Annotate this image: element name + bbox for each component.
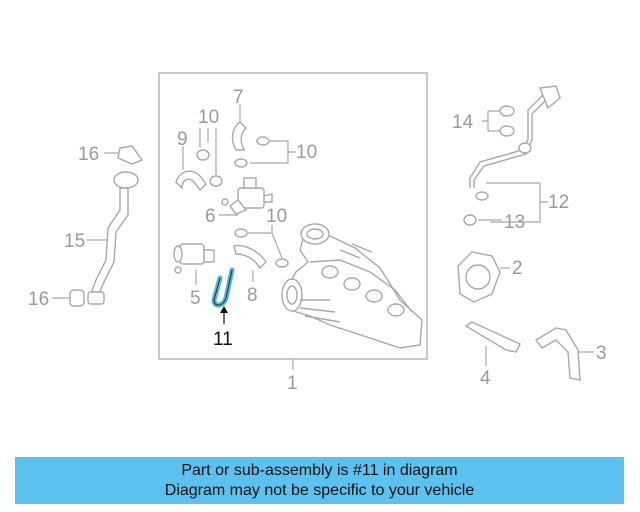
callout-10a[interactable]: 10 (198, 107, 219, 128)
callout-6[interactable]: 6 (205, 206, 216, 227)
callout-13[interactable]: 13 (504, 212, 525, 233)
hose-8[interactable] (233, 244, 267, 270)
callout-8[interactable]: 8 (247, 285, 258, 306)
valve-6[interactable] (221, 177, 273, 215)
pipe-15[interactable] (87, 171, 139, 305)
callout-16b[interactable]: 16 (28, 289, 49, 310)
hose-7[interactable] (231, 121, 247, 151)
bracket-4[interactable] (464, 321, 521, 353)
banner-line-1: Part or sub-assembly is #11 in diagram (181, 461, 458, 479)
bracket-3[interactable] (534, 327, 581, 381)
valve-5[interactable] (173, 243, 215, 274)
callout-14[interactable]: 14 (452, 112, 474, 133)
callout-10c[interactable]: 10 (266, 206, 287, 227)
callout-3[interactable]: 3 (596, 343, 607, 364)
parts-diagram: 1 7 10 10 10 9 (28, 72, 607, 394)
oil-line-12[interactable] (469, 85, 561, 201)
info-banner: Part or sub-assembly is #11 in diagram D… (15, 457, 624, 504)
callout-10b[interactable]: 10 (296, 142, 317, 163)
callout-2[interactable]: 2 (512, 258, 523, 279)
callout-11[interactable]: 11 (213, 329, 233, 350)
hose-11[interactable] (211, 267, 235, 308)
callout-12[interactable]: 12 (548, 192, 569, 213)
callout-16a[interactable]: 16 (78, 144, 99, 165)
turbocharger-manifold[interactable] (281, 223, 423, 349)
banner-line-2: Diagram may not be specific to your vehi… (164, 481, 475, 499)
hose-9[interactable] (175, 170, 207, 192)
callout-9[interactable]: 9 (177, 129, 188, 150)
callout-5[interactable]: 5 (190, 288, 201, 309)
gasket-16-top[interactable] (117, 145, 144, 165)
callout-4[interactable]: 4 (480, 368, 491, 389)
washer-13[interactable] (463, 214, 477, 226)
gasket-2[interactable] (457, 251, 501, 303)
callout-15[interactable]: 15 (64, 231, 85, 252)
callout-7[interactable]: 7 (233, 87, 244, 108)
washers-14[interactable] (499, 105, 515, 137)
gasket-16-bottom[interactable] (69, 289, 85, 307)
clamps[interactable] (196, 136, 289, 268)
callout-1[interactable]: 1 (287, 373, 298, 394)
